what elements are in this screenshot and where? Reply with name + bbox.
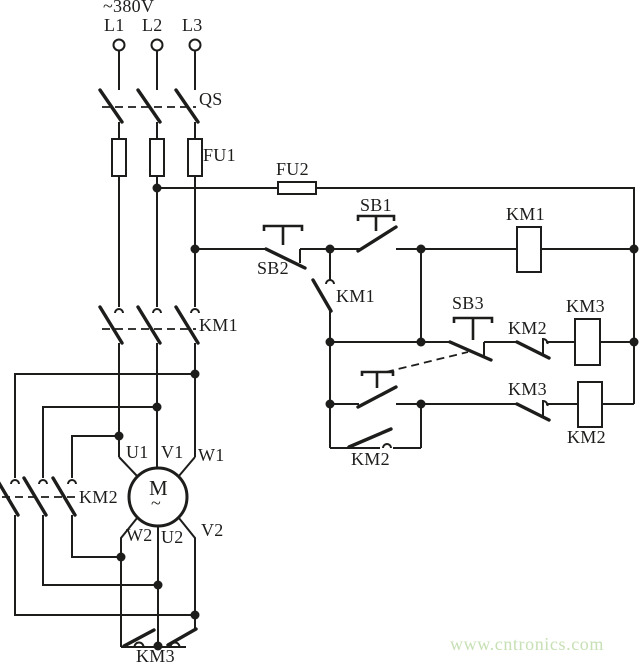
km1-coil-icon — [516, 226, 634, 273]
sb3-label: SB3 — [452, 293, 484, 313]
km2-coil-label: KM2 — [567, 427, 606, 447]
km3-nc-interlock-icon — [421, 399, 578, 422]
km1-holding-contact-icon — [311, 249, 422, 342]
fu1-fuse-icons — [111, 138, 203, 307]
fu2-fuse-icon — [157, 181, 635, 404]
phase-l2-label: L2 — [142, 15, 163, 35]
sb2-label: SB2 — [257, 258, 289, 278]
qs-switch-icon — [98, 88, 200, 139]
phase-l3-label: L3 — [182, 15, 203, 35]
km3-coil-icon — [574, 318, 634, 366]
supply-terminal-icons — [112, 38, 202, 90]
motor-icon — [118, 456, 196, 647]
sb3-nc-contact-icon — [330, 316, 517, 373]
terminal-u1-label: U1 — [126, 442, 149, 462]
junction-dots — [114, 183, 639, 651]
fu2-label: FU2 — [276, 159, 309, 179]
km1-holding-label: KM1 — [336, 286, 375, 306]
terminal-u2-label: U2 — [161, 527, 184, 547]
km3-main-label: KM3 — [136, 646, 175, 666]
fu1-label: FU1 — [203, 145, 236, 165]
km2-holding-label: KM2 — [351, 449, 390, 469]
sb1-start-button-icon — [356, 214, 517, 253]
km2-main-contacts-icon — [0, 373, 195, 616]
km2-holding-contact-icon — [329, 404, 422, 449]
km2-interlock-label: KM2 — [508, 318, 547, 338]
km1-coil-label: KM1 — [506, 204, 545, 224]
km2-coil-icon — [577, 381, 634, 428]
km2-nc-interlock-icon — [515, 337, 575, 360]
terminal-w1-label: W1 — [198, 445, 225, 465]
km1-main-label: KM1 — [199, 315, 238, 335]
motor-symbol-label: M — [149, 476, 168, 500]
terminal-v1-label: V1 — [161, 442, 184, 462]
motor-ac-mark: ~ — [151, 493, 162, 513]
sb2-stop-button-icon — [195, 224, 360, 270]
km3-main-contacts-icon — [121, 627, 198, 648]
km2-main-label: KM2 — [79, 487, 118, 507]
km1-main-contacts-icon — [98, 305, 200, 468]
watermark-text: www.cntronics.com — [450, 634, 604, 654]
qs-label: QS — [199, 89, 223, 109]
sb3-no-contact-icon — [329, 342, 421, 409]
km3-interlock-label: KM3 — [508, 379, 547, 399]
km3-coil-label: KM3 — [566, 296, 605, 316]
terminal-w2-label: W2 — [126, 525, 153, 545]
phase-l1-label: L1 — [104, 15, 125, 35]
supply-voltage-label: ~380V — [103, 0, 155, 16]
terminal-v2-label: V2 — [201, 520, 224, 540]
sb1-label: SB1 — [360, 195, 392, 215]
